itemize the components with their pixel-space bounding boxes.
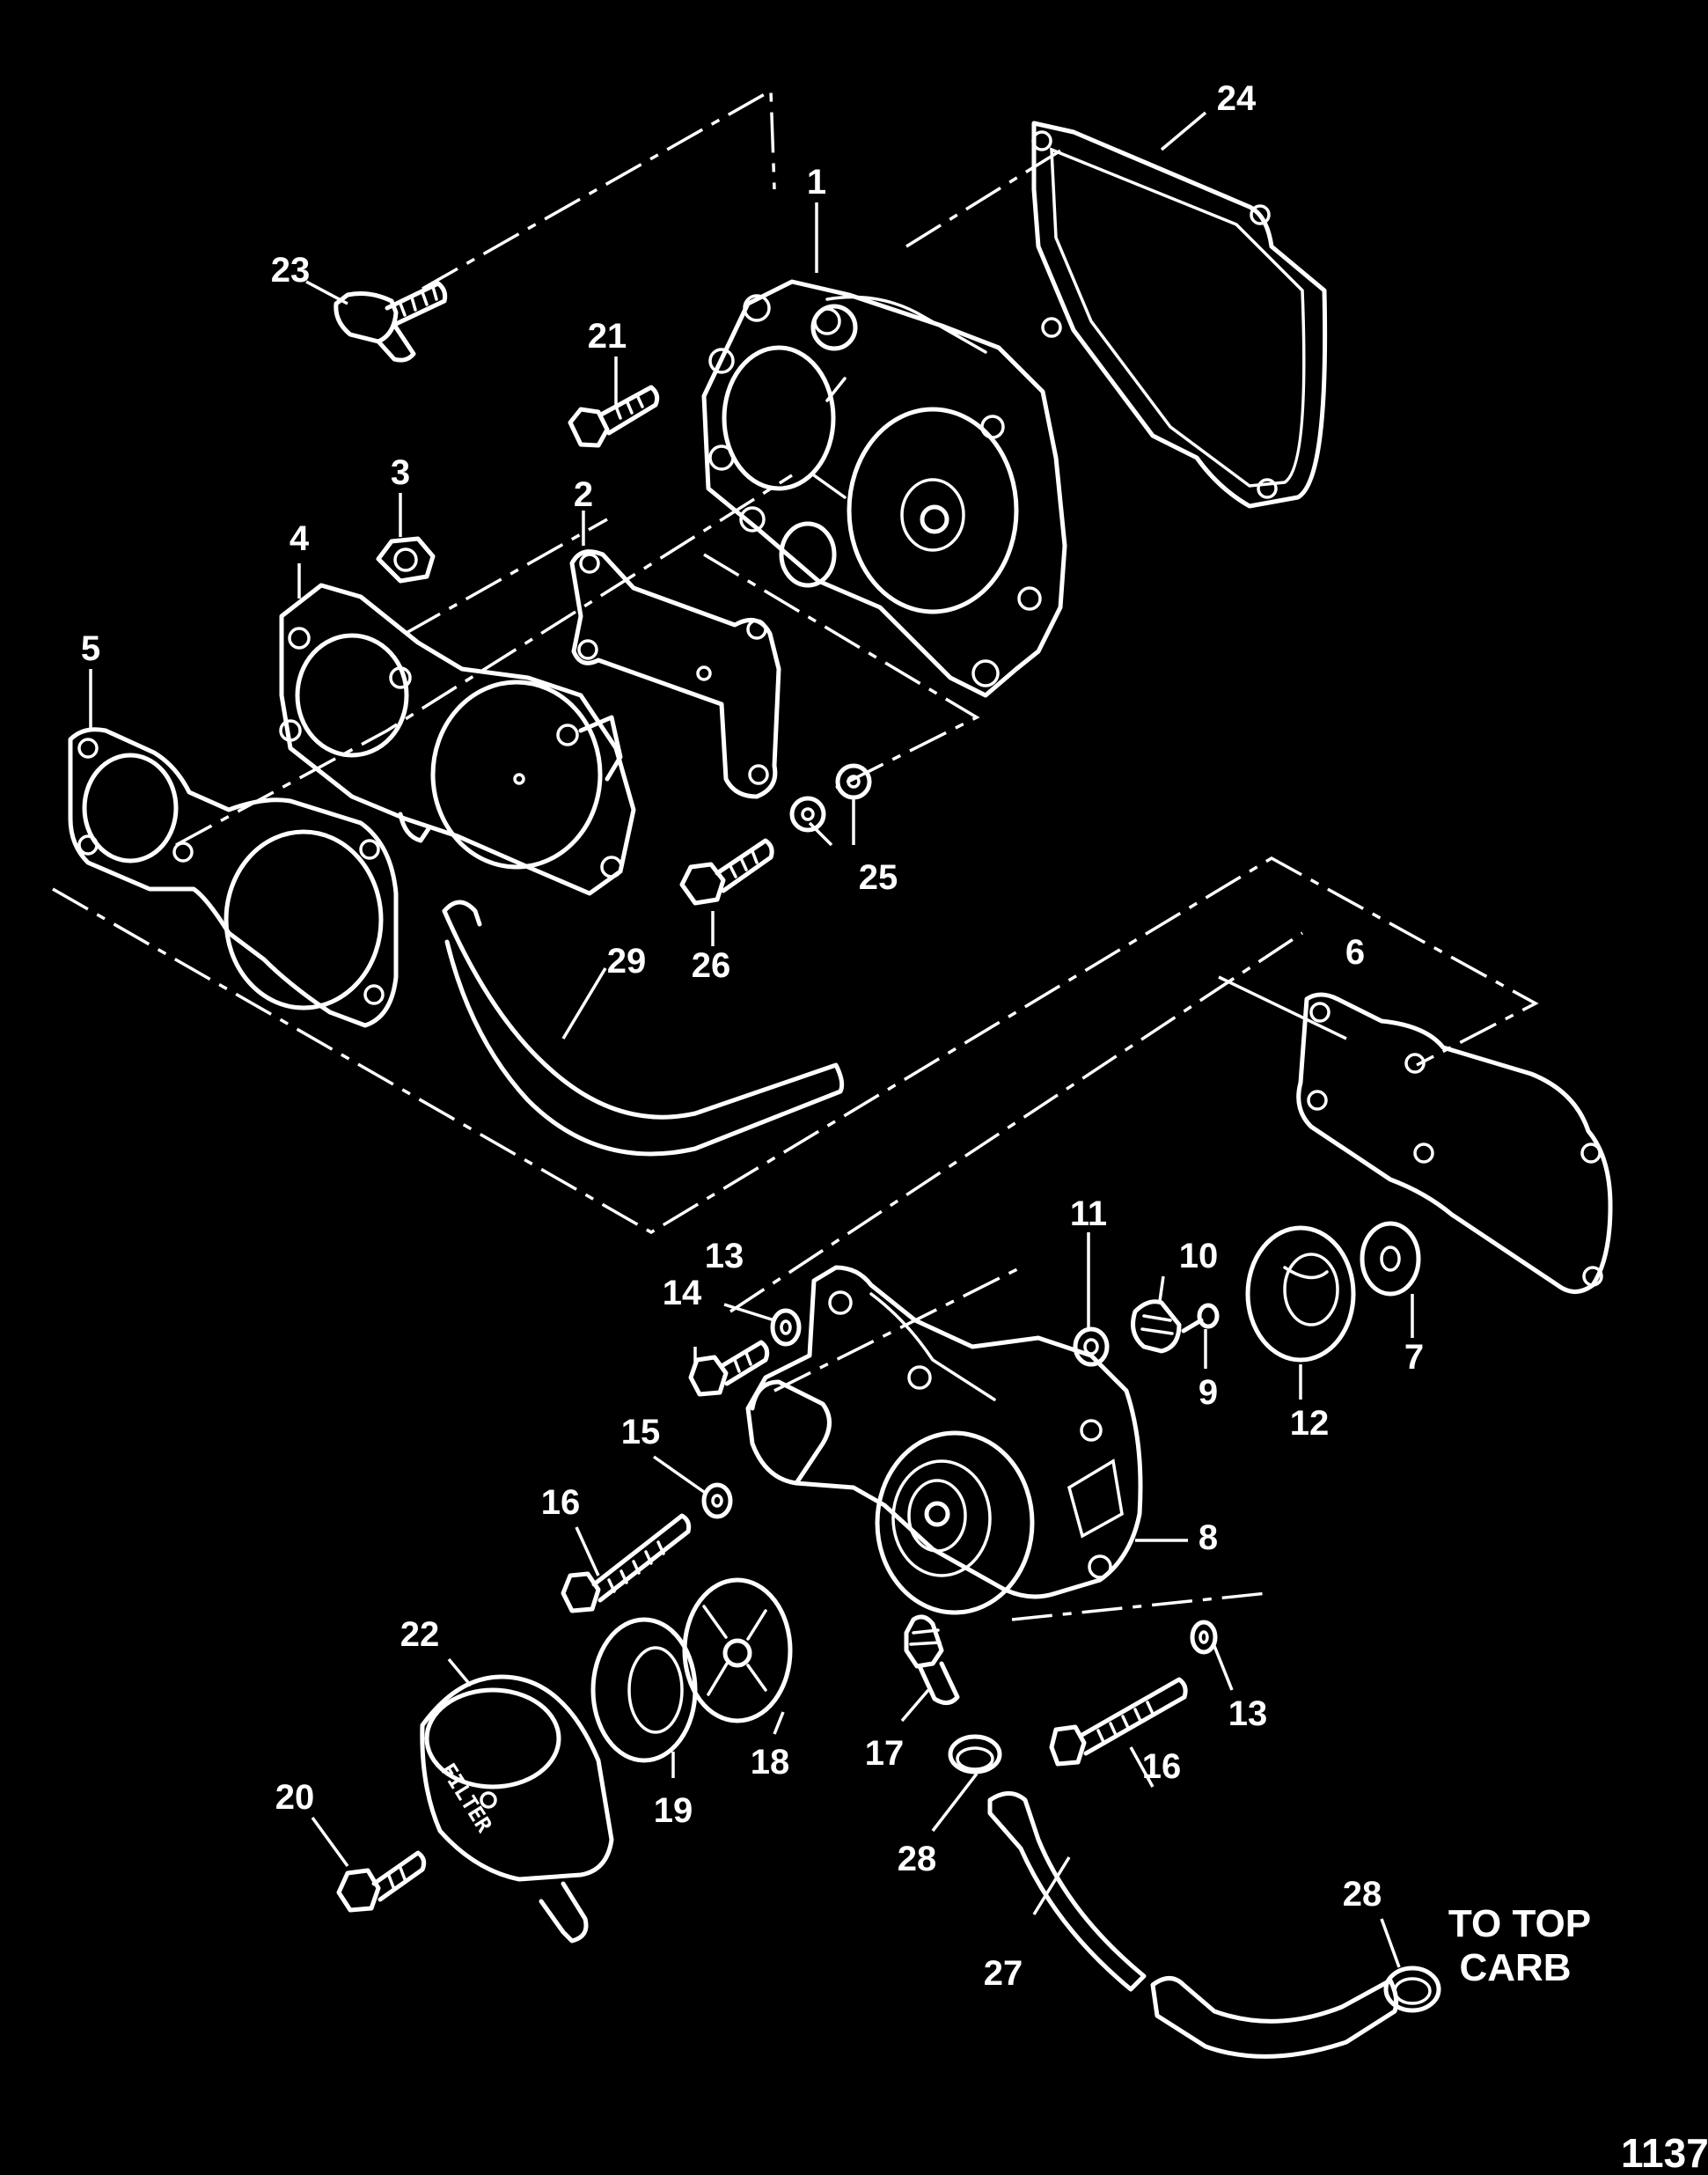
part-16-screw-left — [561, 1513, 692, 1613]
part-9-valve — [1181, 1303, 1220, 1334]
callout-22: 22 — [400, 1615, 440, 1654]
part-15-washer — [701, 1482, 733, 1519]
callout-28-lower: 28 — [1343, 1875, 1382, 1914]
note-to-top-carb: TO TOP CARB — [1448, 1902, 1591, 1989]
part-16-screw-right — [1049, 1677, 1188, 1767]
part-27-hose — [987, 1791, 1399, 2059]
callout-29: 29 — [607, 942, 647, 981]
leader-lines — [89, 111, 1414, 1968]
part-20-screw — [336, 1850, 427, 1913]
callout-17: 17 — [865, 1734, 905, 1773]
callout-6: 6 — [1345, 933, 1365, 972]
figure-number: 11378 — [1621, 2130, 1708, 2175]
callout-1: 1 — [807, 163, 826, 202]
part-11-washer — [1073, 1326, 1110, 1367]
part-3-nut — [376, 536, 436, 584]
part-12-diaphragm — [1245, 1225, 1356, 1363]
assembly-guide-lines — [52, 88, 1539, 1621]
callout-3: 3 — [391, 453, 410, 492]
note-line-2: CARB — [1459, 1946, 1571, 1989]
callout-9: 9 — [1199, 1373, 1218, 1412]
part-22-filter-bowl: FILTER — [420, 1674, 614, 1944]
callout-20: 20 — [275, 1778, 315, 1817]
callout-12: 12 — [1290, 1404, 1330, 1443]
filter-bowl-lettering: FILTER — [436, 1759, 497, 1837]
callout-5: 5 — [81, 629, 100, 668]
callout-14: 14 — [663, 1274, 702, 1312]
callout-28-upper: 28 — [898, 1840, 937, 1878]
part-10-valve-seat — [1131, 1299, 1182, 1354]
callout-2: 2 — [574, 475, 593, 514]
part-29-hose — [442, 900, 845, 1157]
callout-26: 26 — [692, 946, 731, 985]
callout-21: 21 — [588, 317, 627, 356]
part-21-screw — [568, 385, 660, 448]
part-18-spring-seat — [682, 1577, 793, 1723]
part-19-gasket — [590, 1617, 698, 1763]
callout-23: 23 — [271, 251, 311, 290]
part-24-gasket — [1031, 121, 1328, 509]
part-1-pump-housing — [701, 279, 1067, 698]
callout-numbers: 1 2 3 4 5 6 7 8 9 10 11 12 13 13 14 15 1… — [81, 79, 1424, 1993]
callout-8: 8 — [1199, 1518, 1218, 1557]
callout-10: 10 — [1179, 1237, 1219, 1275]
callout-27: 27 — [984, 1954, 1023, 1993]
part-13-washer-upper — [770, 1308, 802, 1347]
callout-18: 18 — [751, 1743, 790, 1782]
callout-13-lower: 13 — [1228, 1694, 1268, 1733]
part-6-gasket — [1296, 992, 1613, 1294]
callout-19: 19 — [654, 1791, 693, 1830]
note-line-1: TO TOP — [1448, 1902, 1591, 1945]
part-14-screw — [688, 1340, 770, 1397]
part-8-pump-body — [745, 1265, 1143, 1615]
part-28-clamp-upper — [948, 1734, 1002, 1775]
part-26-screw — [679, 838, 774, 906]
callout-16-left: 16 — [541, 1483, 581, 1522]
part-23-elbow-fitting — [334, 281, 448, 363]
callout-4: 4 — [290, 519, 310, 558]
callout-11: 11 — [1070, 1194, 1107, 1233]
callout-7: 7 — [1404, 1338, 1424, 1377]
part-13-washer-lower — [1190, 1620, 1218, 1655]
part-7-retainer — [1360, 1221, 1421, 1297]
part-4-cover-plate — [279, 583, 636, 896]
callout-24: 24 — [1217, 79, 1257, 118]
callout-16-right: 16 — [1142, 1747, 1182, 1786]
callout-13-upper: 13 — [705, 1237, 744, 1275]
part-2-bracket — [569, 549, 781, 799]
callout-15: 15 — [621, 1413, 661, 1451]
callout-25: 25 — [859, 858, 898, 897]
part-5-gasket — [68, 727, 399, 1028]
part-17-fitting — [904, 1614, 960, 1705]
